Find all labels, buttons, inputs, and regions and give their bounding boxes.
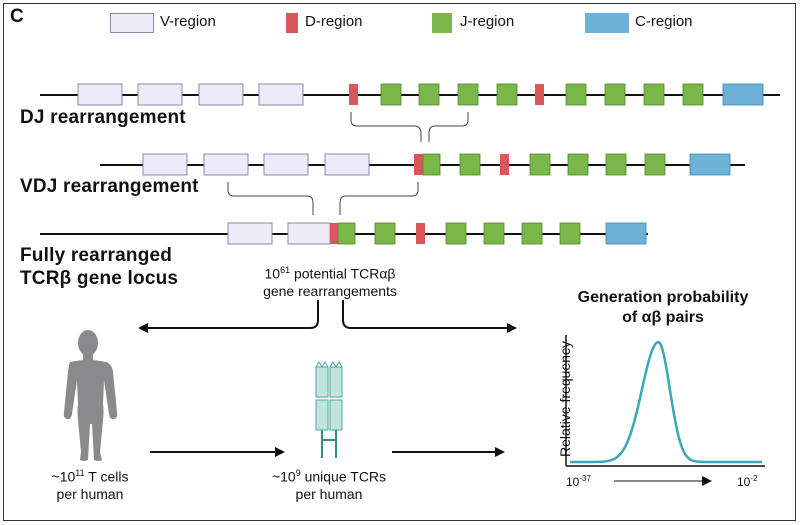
- vdj-rearrangement-label: VDJ rearrangement: [20, 176, 199, 197]
- x-tick-start: 10-37: [566, 474, 591, 489]
- dj-rearranged-locus: [100, 153, 745, 176]
- chart-axes: [565, 335, 765, 486]
- arrow-to-human: [138, 300, 319, 333]
- legend-swatch-j: [432, 13, 452, 33]
- figure-frame: [3, 3, 796, 521]
- legend-label-v: V-region: [160, 13, 216, 30]
- dj-rearrangement-label: DJ rearrangement: [20, 107, 186, 128]
- chart-title: Generation probability of αβ pairs: [577, 289, 749, 326]
- tcells-per-human: ~1011 T cells per human: [51, 468, 129, 502]
- vdj-rearranged-locus: [40, 222, 648, 245]
- legend-label-d: D-region: [305, 13, 363, 30]
- legend-swatch-d: [286, 13, 298, 33]
- legend-label-c: C-region: [635, 13, 693, 30]
- y-axis-label: Relative frequency: [557, 341, 573, 457]
- legend-label-j: J-region: [460, 13, 515, 30]
- full-locus-label-line1: Fully rearranged: [20, 245, 173, 266]
- arrow-to-chart: [342, 300, 517, 333]
- potential-rearrangements: 1061 potential TCRαβ gene rearrangements: [263, 265, 397, 299]
- x-tick-end: 10-2: [737, 474, 758, 489]
- generation-probability-curve: [570, 340, 762, 464]
- human-silhouette-icon: [63, 330, 118, 461]
- unique-tcrs-per-human: ~109 unique TCRs per human: [271, 468, 387, 502]
- legend-swatch-c: [585, 13, 629, 33]
- tcr-receptor-icon: [315, 361, 343, 458]
- germline-locus: [40, 83, 780, 106]
- panel-label: C: [10, 6, 24, 27]
- full-locus-label-line2: TCRβ gene locus: [20, 268, 179, 289]
- legend-swatch-v: [110, 13, 154, 33]
